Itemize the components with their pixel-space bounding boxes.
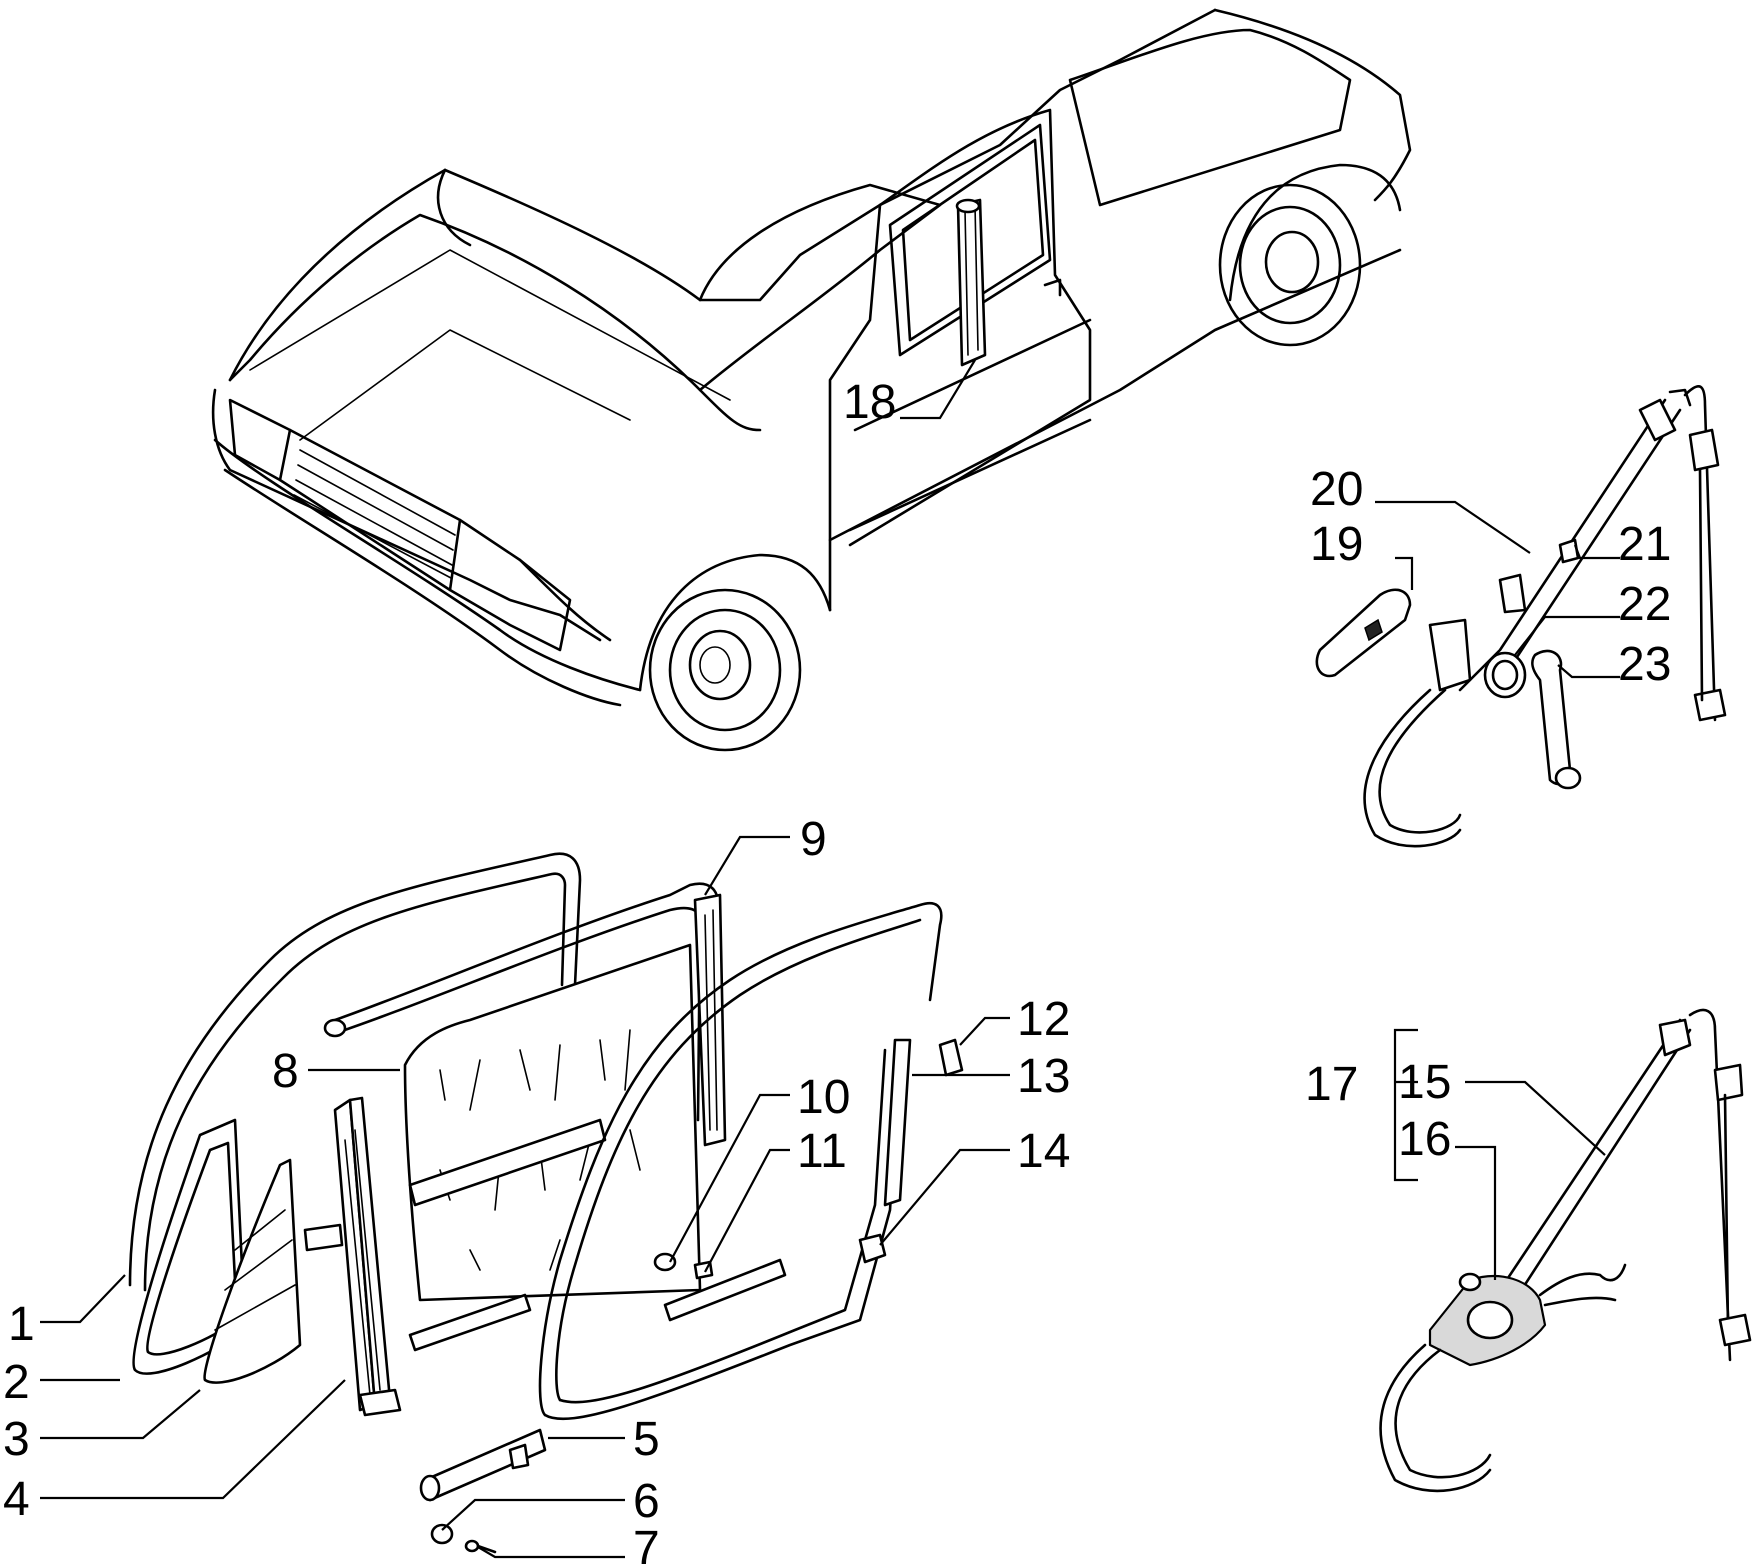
callout-23: 23 (1618, 638, 1671, 691)
callout-20: 20 (1310, 463, 1363, 516)
callout-19: 19 (1310, 518, 1363, 571)
callout-4: 4 (3, 1473, 30, 1526)
callout-1: 1 (8, 1298, 35, 1351)
callout-18: 18 (843, 376, 896, 429)
manual-regulator (1315, 385, 1727, 848)
car-illustration (211, 8, 1412, 752)
callout-5: 5 (633, 1413, 660, 1466)
callout-11: 11 (797, 1125, 847, 1178)
callout-14: 14 (1017, 1125, 1070, 1178)
callout-2: 2 (3, 1356, 30, 1409)
callout-7: 7 (633, 1522, 660, 1564)
callout-3: 3 (3, 1413, 30, 1466)
callout-15: 15 (1398, 1056, 1451, 1109)
callout-labels: 1 2 3 4 5 6 7 8 9 10 11 12 13 14 15 16 1… (3, 376, 1671, 1564)
callout-17: 17 (1305, 1058, 1358, 1111)
callout-8: 8 (272, 1045, 299, 1098)
callout-9: 9 (800, 813, 827, 866)
callout-6: 6 (633, 1475, 660, 1528)
callout-16: 16 (1398, 1113, 1451, 1166)
callout-22: 22 (1618, 578, 1671, 631)
callout-10: 10 (797, 1071, 850, 1124)
door-parts (128, 852, 964, 1554)
leader-lines (40, 359, 1620, 1559)
callout-13: 13 (1017, 1050, 1070, 1103)
callout-21: 21 (1618, 518, 1671, 571)
callout-12: 12 (1017, 993, 1070, 1046)
electric-regulator (1379, 1008, 1752, 1493)
